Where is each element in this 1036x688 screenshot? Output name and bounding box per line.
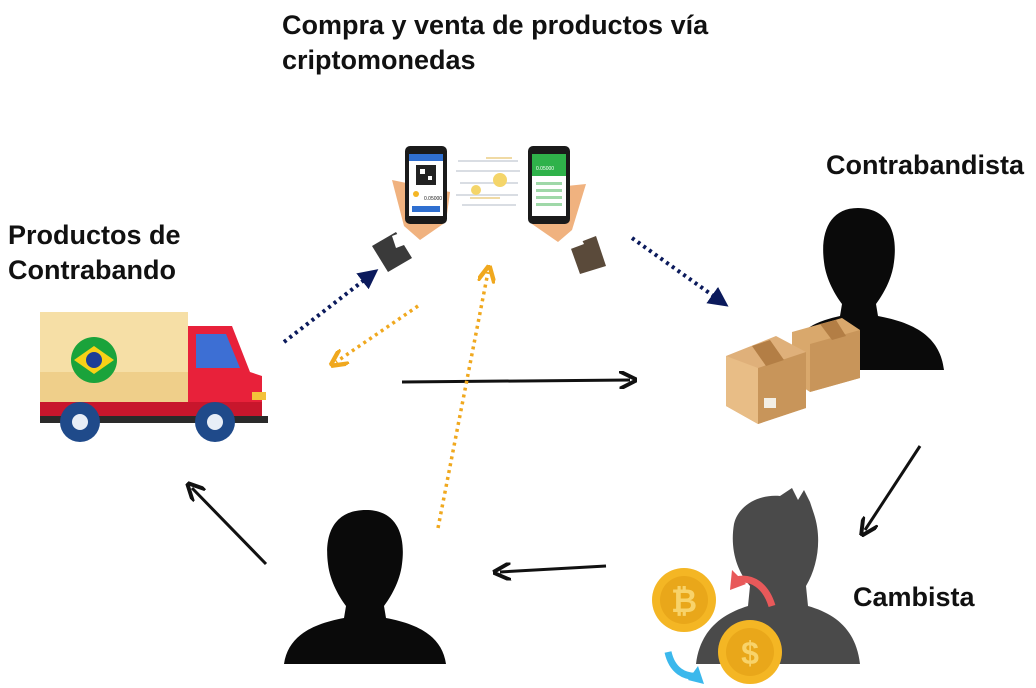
products-label: Productos de Contrabando: [8, 218, 181, 288]
brazil-flag-icon: [71, 337, 117, 383]
cardboard-box-icon: [726, 318, 860, 424]
arrow-truck-to-smuggler: [401, 380, 630, 382]
exchanger-label: Cambista: [853, 582, 975, 612]
right-phone-amount: 0.05000: [536, 166, 554, 172]
truck-icon: [40, 312, 268, 442]
phone-payment-icon: 0.05000 0.05000: [372, 146, 606, 274]
dotted-arrow-truck-to-phones: [282, 269, 379, 344]
exchanger-silhouette-icon: [696, 488, 860, 664]
truck-wheel-front: [195, 402, 235, 442]
diagram-title: Compra y venta de productos vía criptomo…: [282, 10, 709, 76]
buyer-silhouette-icon: [284, 510, 446, 664]
arrow-exchanger-to-buyer: [500, 566, 607, 572]
arrow-smuggler-to-exchanger: [865, 445, 922, 530]
products-label-line1: Productos de: [8, 220, 181, 250]
data-stream: [456, 160, 520, 206]
svg-text:₿: ₿: [671, 583, 697, 619]
bitcoin-coin-icon: ₿: [652, 568, 716, 632]
exchange-arrow-icon: [664, 570, 776, 684]
arrow-buyer-to-truck: [192, 488, 268, 566]
dotted-arrow-phones-to-truck: [336, 304, 419, 362]
svg-text:$: $: [741, 635, 759, 671]
dotted-arrow-phones-to-smuggler: [630, 236, 729, 307]
truck-wheel-rear: [60, 402, 100, 442]
products-label-line2: Contrabando: [8, 255, 176, 286]
dotted-arrow-buyer-to-phones: [436, 272, 488, 529]
dollar-coin-icon: $: [718, 620, 782, 684]
left-phone-amount: 0.05000: [424, 196, 442, 202]
smuggler-label: Contrabandista: [826, 150, 1025, 180]
